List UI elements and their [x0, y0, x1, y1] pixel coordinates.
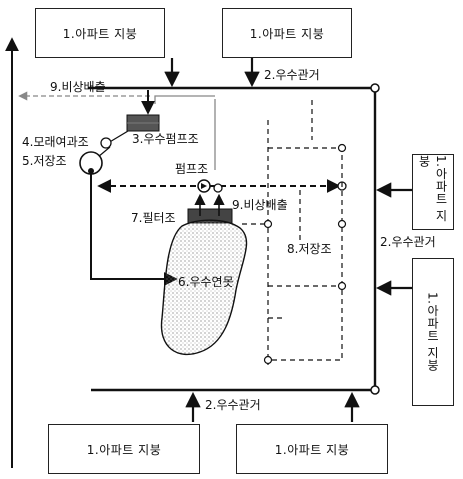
roof-box-bottom-right: 1.아파트 지붕	[236, 424, 388, 474]
filter-label: 7.필터조	[131, 211, 176, 225]
roof-box-top-right: 1.아파트 지붕	[222, 8, 352, 58]
sand-filter-label: 4.모래여과조	[22, 135, 89, 149]
overflow-label-mid: 9.비상배출	[232, 198, 288, 212]
roof-box-bottom-left: 1.아파트 지붕	[48, 424, 200, 474]
roof-box-top-left: 1.아파트 지붕	[35, 8, 165, 58]
storage-network	[242, 100, 343, 365]
overflow-label-top: 9.비상배출	[50, 80, 106, 94]
pipe-network	[88, 86, 377, 392]
roof-box-right-top: 1.아파트 지붕	[412, 154, 454, 230]
pump-label: 펌프조	[175, 162, 209, 176]
roof-label: 1.아파트 지붕	[425, 292, 440, 372]
roof-label: 1.아파트 지붕	[86, 442, 162, 457]
roof-label: 1.아파트 지붕	[417, 155, 448, 222]
storage-tank-label: 8.저장조	[287, 242, 332, 256]
overflow-line	[154, 95, 216, 170]
roof-box-right-bottom: 1.아파트 지붕	[412, 258, 454, 406]
storage-label: 5.저장조	[22, 154, 67, 168]
pipe-label-bottom: 2.우수관거	[205, 398, 261, 412]
pond-label: 6.우수연못	[178, 275, 234, 289]
roof-label: 1.아파트 지붕	[249, 26, 325, 41]
pond	[160, 219, 248, 356]
pipe-label-top: 2.우수관거	[264, 68, 320, 82]
roof-label: 1.아파트 지붕	[274, 442, 350, 457]
pump-tank-label: 3.우수펌프조	[132, 132, 199, 146]
roof-label: 1.아파트 지붕	[62, 26, 138, 41]
pipe-label-right: 2.우수관거	[380, 235, 436, 249]
